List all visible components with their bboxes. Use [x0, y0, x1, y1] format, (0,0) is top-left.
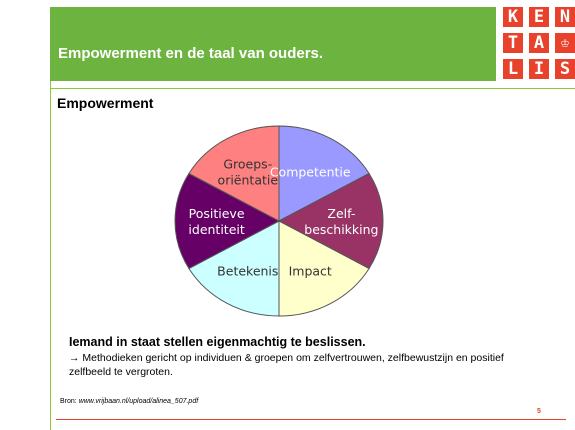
- logo-letter: N: [555, 7, 575, 27]
- wheel-segment: [174, 172, 281, 270]
- wheel-segment: [278, 125, 370, 222]
- page-number: 5: [537, 408, 541, 415]
- wheel-label: identiteit: [188, 222, 244, 237]
- logo-letter: L: [503, 59, 523, 79]
- logo-letter: S: [555, 59, 575, 79]
- wheel-label: Betekenis: [217, 263, 278, 278]
- section-title: Empowerment: [57, 95, 154, 111]
- footer-line: [56, 419, 566, 420]
- crown-icon: ♔: [555, 33, 575, 53]
- wheel-segment: [277, 172, 384, 270]
- slide-title: Empowerment en de taal van ouders.: [58, 45, 324, 62]
- horizontal-divider: [50, 88, 575, 89]
- main-statement: Iemand in staat stellen eigenmachtig te …: [69, 335, 366, 349]
- wheel-segment: [188, 220, 280, 317]
- wheel-label: oriëntatie: [218, 173, 279, 188]
- logo-letter: K: [503, 7, 523, 27]
- wheel-label: Competentie: [270, 165, 351, 180]
- wheel-segment: [188, 125, 280, 222]
- logo-letter: A: [529, 33, 549, 53]
- logo-letter: T: [503, 33, 523, 53]
- logo-letter: I: [529, 59, 549, 79]
- source-link[interactable]: www.vrijbaan.nl/upload/alinea_507.pdf: [78, 398, 199, 405]
- wheel-label: Zelf-: [327, 206, 355, 221]
- logo-letter: E: [529, 7, 549, 27]
- kentalis-logo: K E N T A ♔ L I S: [503, 7, 575, 81]
- vertical-divider: [50, 81, 51, 430]
- source-label: Bron:: [60, 398, 79, 405]
- wheel-label: beschikking: [304, 222, 378, 237]
- source-note: Bron: www.vrijbaan.nl/upload/alinea_507.…: [60, 398, 198, 405]
- wheel-segment: [278, 220, 370, 317]
- wheel-label: Positieve: [189, 206, 245, 221]
- title-banner: [50, 7, 496, 81]
- wheel-label: Impact: [289, 263, 332, 278]
- wheel-label: Groeps-: [223, 157, 272, 172]
- sub-statement: → Methodieken gericht op individuen & gr…: [69, 352, 504, 378]
